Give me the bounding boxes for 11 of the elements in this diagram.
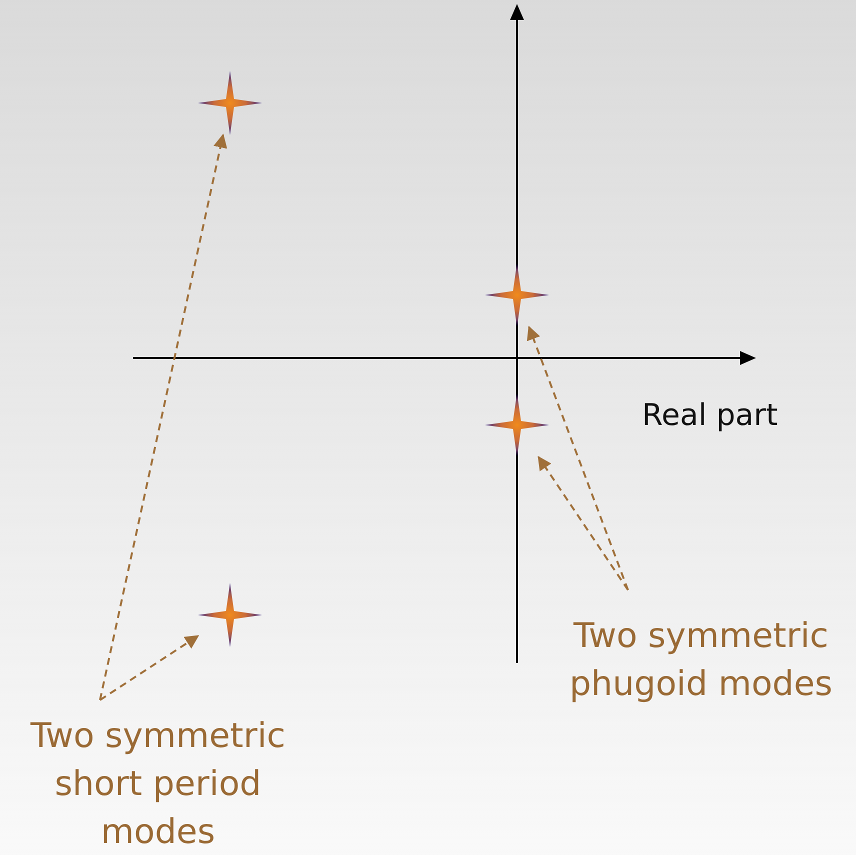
star-marker xyxy=(485,263,549,327)
star-marker xyxy=(198,583,262,647)
leader-arrow xyxy=(526,326,629,590)
star-marker xyxy=(198,71,262,135)
annotation-text: Two symmetric short period modes xyxy=(29,715,286,854)
star-marker xyxy=(485,393,549,457)
leader-arrow xyxy=(99,635,200,701)
leader-arrow xyxy=(538,456,629,591)
annotation-text: Two symmetric phugoid modes xyxy=(568,615,834,706)
axis-label: Real part xyxy=(642,398,778,433)
leader-arrow xyxy=(99,134,228,700)
